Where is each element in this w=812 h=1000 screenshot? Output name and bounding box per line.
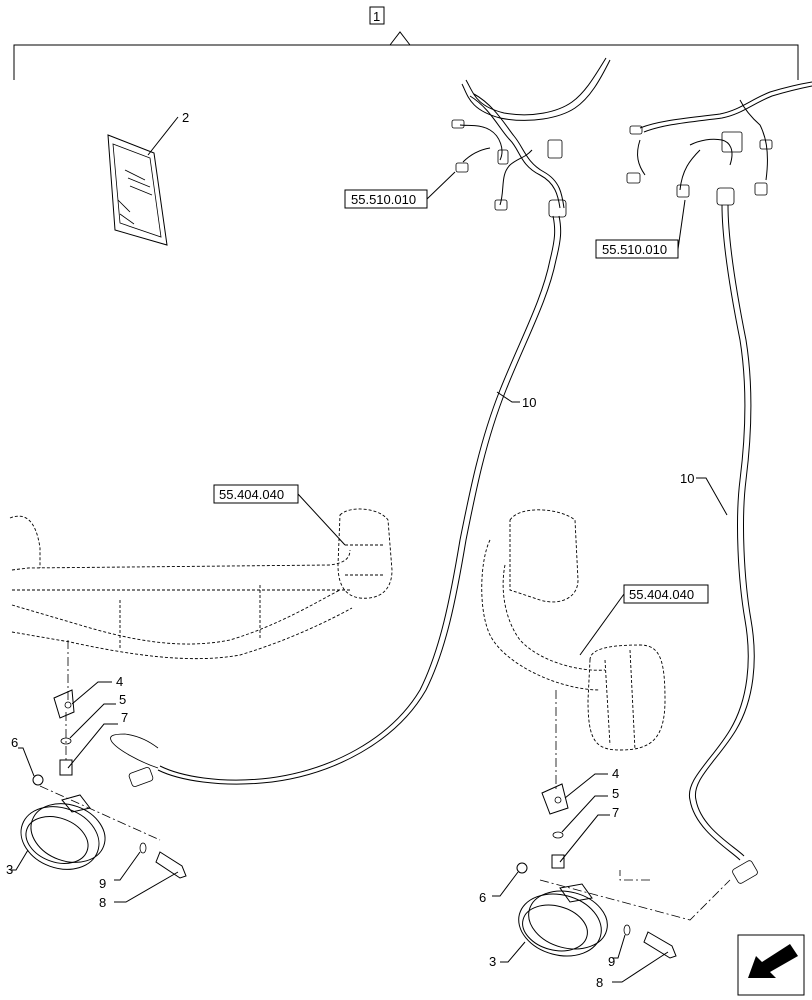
harness-ref-left-box: 55.510.010 <box>344 171 456 209</box>
mirror-ref-right-box: 55.404.040 <box>579 584 709 656</box>
mirror-arm-right-illustration <box>481 509 666 751</box>
harness-ref-right[interactable]: 55.510.010 <box>602 242 667 257</box>
harness-right-illustration: 10 <box>626 81 812 884</box>
callout-harness-left[interactable]: 10 <box>522 395 536 410</box>
callout-washer9-right[interactable]: 9 <box>608 954 615 969</box>
callout-bolt-left[interactable]: 8 <box>99 895 106 910</box>
callout-lamp-left[interactable]: 3 <box>6 862 13 877</box>
callout-screw-left[interactable]: 7 <box>121 710 128 725</box>
callout-bolt-right[interactable]: 8 <box>596 975 603 990</box>
harness-ref-left[interactable]: 55.510.010 <box>351 192 416 207</box>
lamp-assembly-right-illustration: 4 5 7 6 3 9 8 <box>479 690 731 990</box>
callout-lamp-right[interactable]: 3 <box>489 954 496 969</box>
mirror-ref-left-box: 55.404.040 <box>213 484 346 546</box>
callout-nut-right[interactable]: 6 <box>479 890 486 905</box>
next-page-arrow-icon[interactable] <box>737 934 805 996</box>
mirror-arm-left-illustration <box>9 508 393 660</box>
lamp-assembly-left-illustration: 4 5 7 6 3 9 8 <box>6 640 187 910</box>
callout-manual[interactable]: 2 <box>182 110 189 125</box>
callout-nut-left[interactable]: 6 <box>11 735 18 750</box>
manual-bag-illustration: 2 <box>107 110 189 246</box>
callout-harness-right[interactable]: 10 <box>680 471 694 486</box>
assembly-item-number[interactable]: 1 <box>373 9 380 24</box>
callout-bracket-left[interactable]: 4 <box>116 674 123 689</box>
mirror-ref-right[interactable]: 55.404.040 <box>629 587 694 602</box>
assembly-bracket: 1 <box>13 6 799 80</box>
callout-washer-right[interactable]: 5 <box>612 786 619 801</box>
callout-screw-right[interactable]: 7 <box>612 805 619 820</box>
mirror-ref-left[interactable]: 55.404.040 <box>219 487 284 502</box>
harness-ref-right-box: 55.510.010 <box>595 199 686 259</box>
callout-bracket-right[interactable]: 4 <box>612 766 619 781</box>
callout-washer9-left[interactable]: 9 <box>99 876 106 891</box>
harness-left-illustration: 10 <box>110 57 611 787</box>
callout-washer-left[interactable]: 5 <box>119 692 126 707</box>
